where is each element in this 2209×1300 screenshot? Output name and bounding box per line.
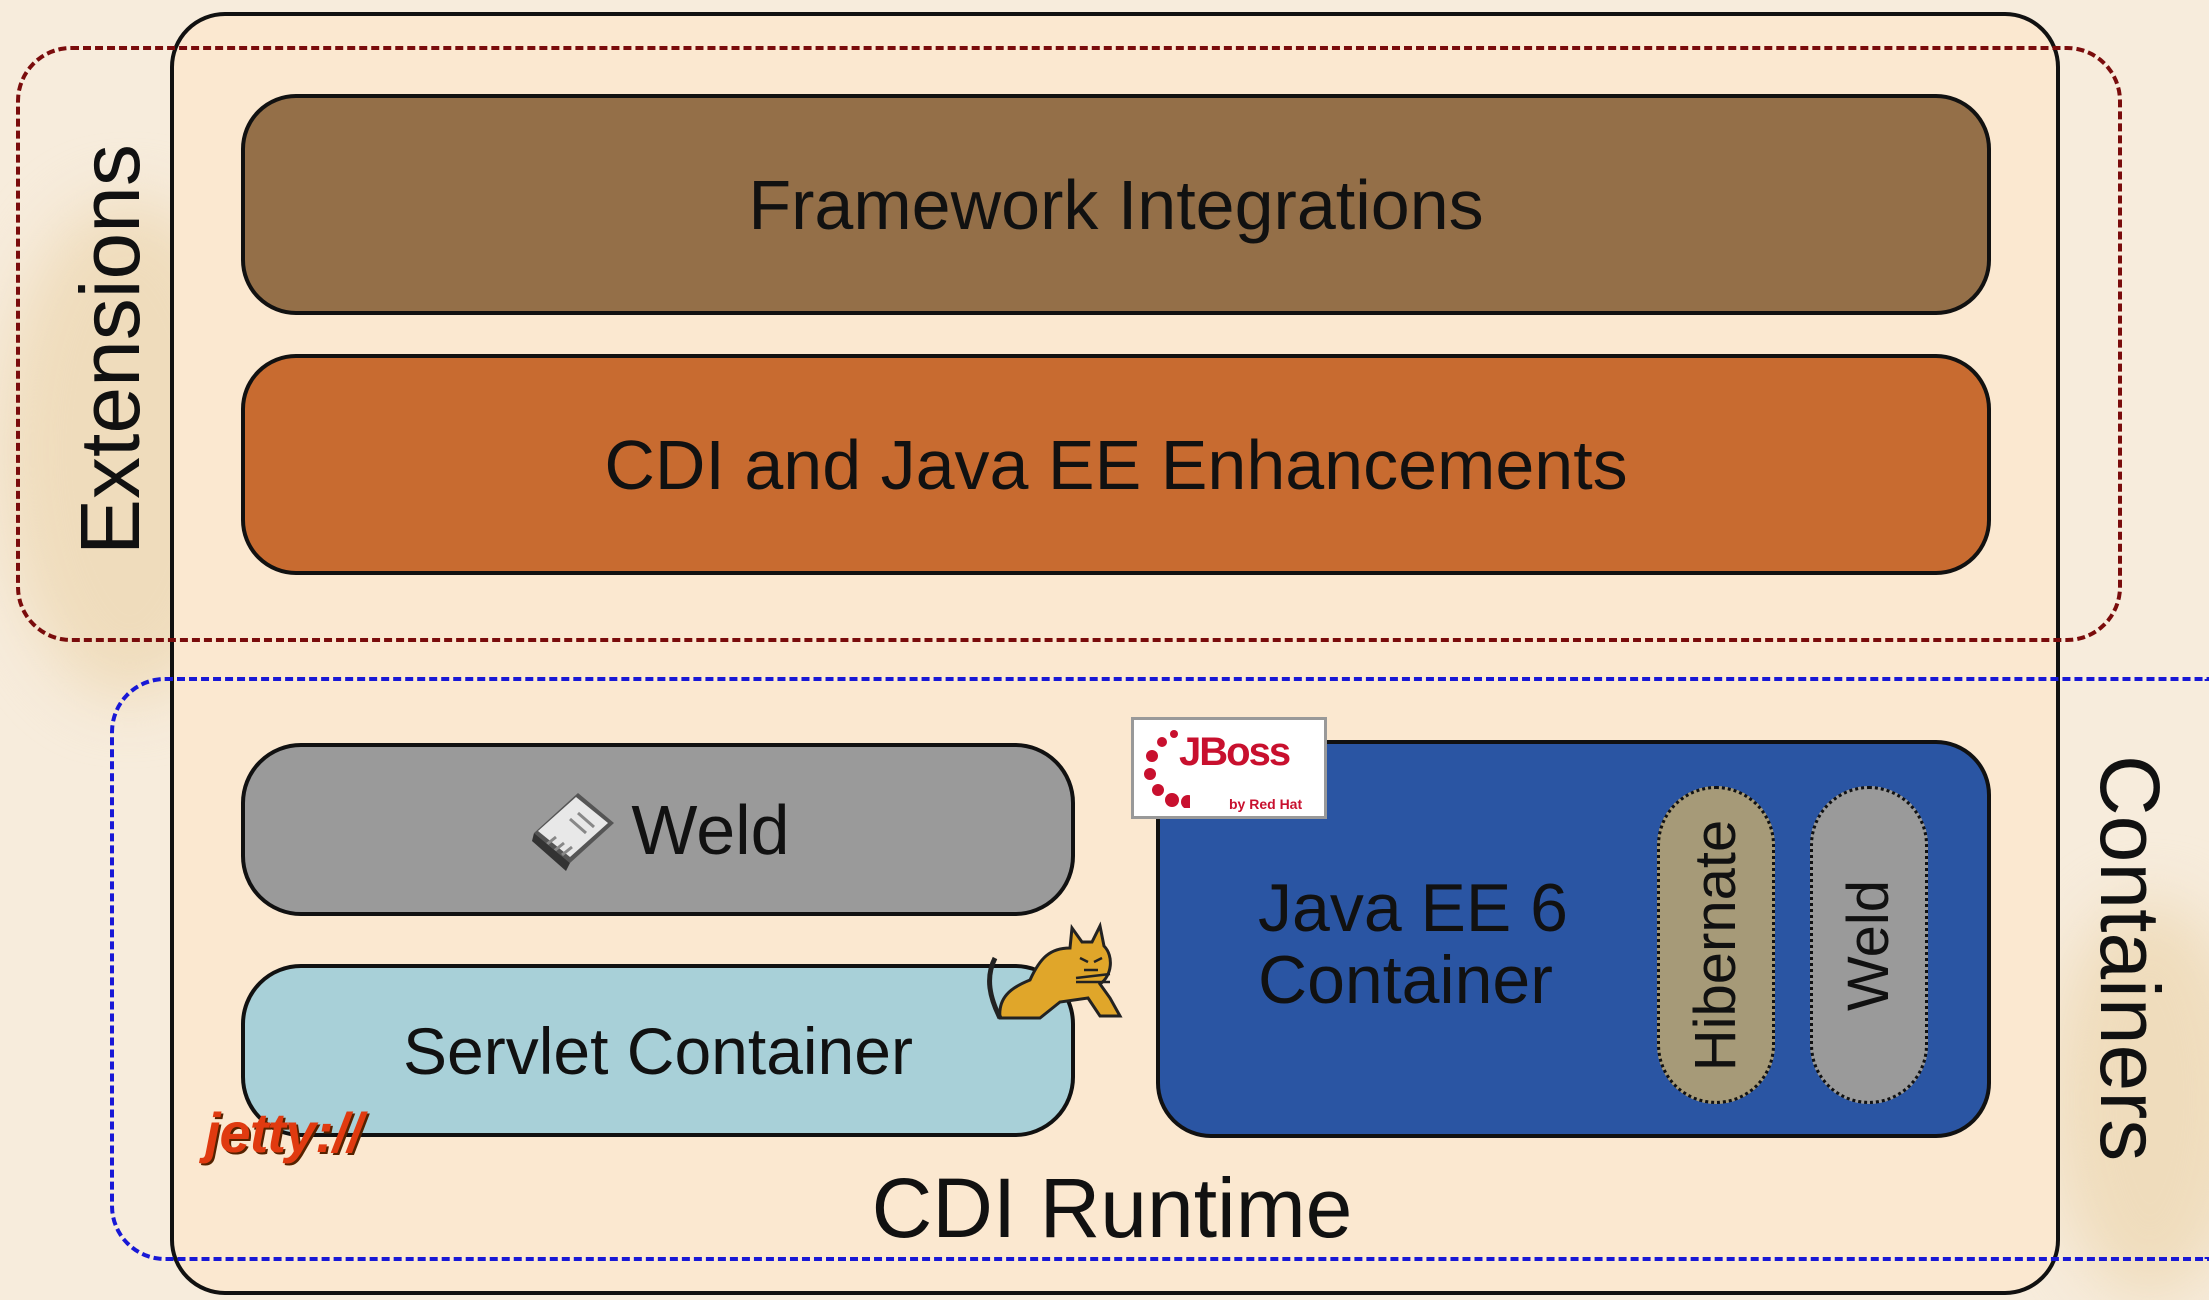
weld-inner-pill: Weld: [1810, 786, 1928, 1104]
hibernate-pill: Hibernate: [1657, 786, 1775, 1104]
servlet-container-label: Servlet Container: [403, 1013, 913, 1088]
jboss-logo: JBoss by Red Hat: [1131, 717, 1327, 819]
cdi-enhancements-box: CDI and Java EE Enhancements: [241, 354, 1991, 575]
jboss-wordmark: JBoss: [1179, 730, 1291, 774]
javaee-container-label: Java EE 6 Container: [1258, 872, 1568, 1016]
tomcat-logo-icon: [987, 921, 1123, 1020]
weld-logo-icon: [532, 792, 615, 871]
javaee-line2: Container: [1258, 942, 1553, 1018]
containers-label: Containers: [2083, 755, 2177, 1162]
jboss-dots-icon: [1144, 730, 1190, 808]
jboss-tagline: by Red Hat: [1229, 796, 1303, 812]
framework-integrations-label: Framework Integrations: [748, 165, 1484, 244]
framework-integrations-box: Framework Integrations: [241, 94, 1991, 315]
extensions-group-border: [16, 46, 2122, 642]
javaee-line1: Java EE 6: [1258, 870, 1568, 946]
containers-group-border: [110, 677, 2209, 1261]
servlet-container-box: Servlet Container: [241, 964, 1075, 1137]
weld-label: Weld: [631, 790, 790, 869]
cdi-enhancements-label: CDI and Java EE Enhancements: [604, 425, 1628, 504]
cdi-runtime-label: CDI Runtime: [871, 1161, 1353, 1255]
weld-box: Weld: [241, 743, 1075, 916]
jetty-logo: jetty://: [205, 1101, 363, 1164]
extensions-label: Extensions: [63, 144, 157, 555]
